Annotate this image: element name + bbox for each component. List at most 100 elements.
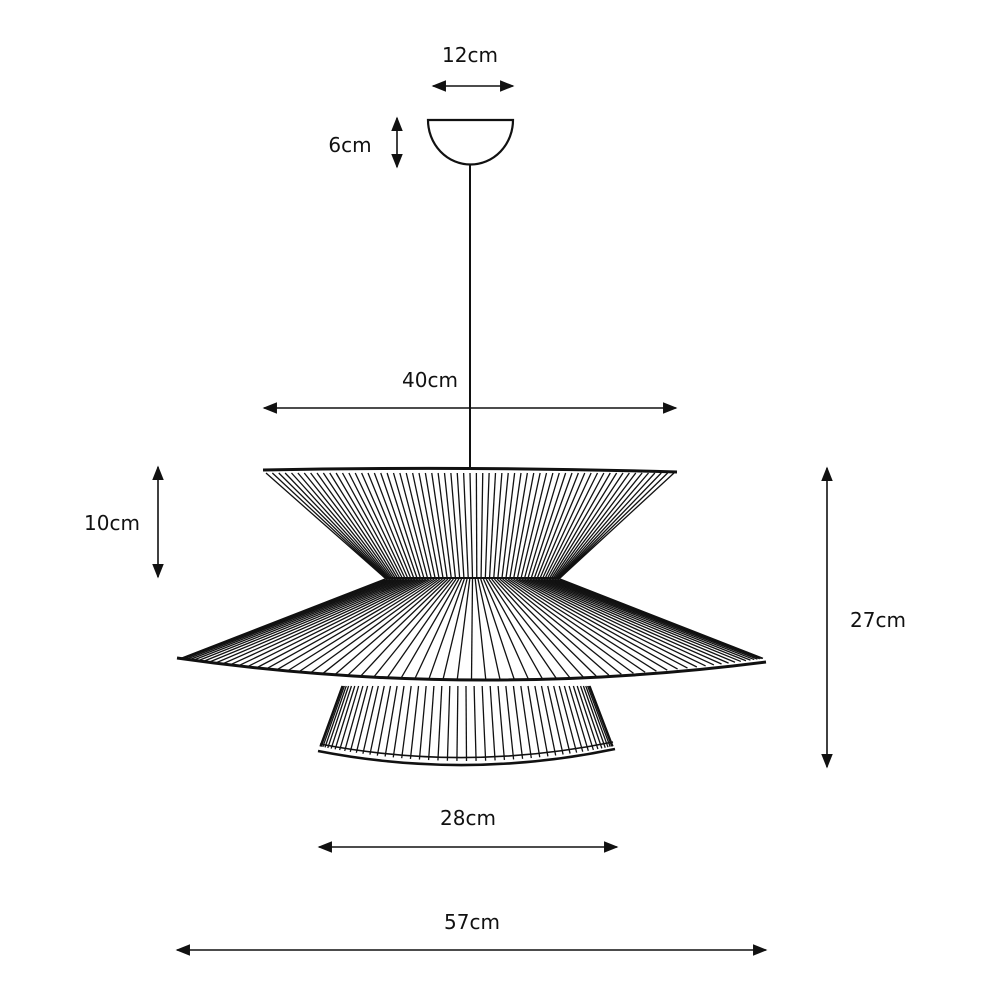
bottom-tier-strand: [588, 685, 613, 747]
middle-tier-strand: [485, 578, 543, 679]
top-tier-strand: [497, 472, 509, 579]
top-tier-strand: [558, 472, 656, 579]
middle-tier-strand: [221, 578, 416, 665]
top-tier-strand: [437, 472, 452, 579]
bottom-tier-strand: [409, 685, 420, 759]
middle-tier-strand: [275, 578, 432, 672]
top-tier-strand: [380, 472, 418, 579]
bottom-tier-strand: [465, 685, 468, 762]
middle-tier-strand: [414, 578, 463, 680]
middle-tier-strand: [470, 578, 474, 681]
bottom-tier-strand: [369, 685, 385, 755]
bottom-tier-strand: [456, 685, 459, 761]
top-tier-strand: [418, 472, 440, 579]
middle-tier-strand: [543, 578, 751, 661]
top-tier-strand: [303, 472, 390, 579]
top-tier-strand: [354, 472, 406, 579]
middle-tier-strand: [245, 578, 424, 668]
middle-tier-strand: [540, 578, 747, 662]
bottom-tier-strand: [558, 685, 578, 753]
top-tier-strand: [484, 472, 490, 579]
middle-tier-strand: [524, 578, 706, 667]
middle-tier-strand: [474, 578, 487, 681]
bottom-tier-strand: [587, 685, 611, 747]
bottom-tier-strand: [376, 685, 392, 756]
label-top-tier-width: 40cm: [402, 368, 458, 392]
middle-tier-strand: [428, 578, 465, 680]
bottom-tier-strand: [540, 685, 557, 756]
top-tier-strand: [559, 472, 675, 579]
top-tier-strand: [341, 472, 401, 579]
top-tier-strand: [551, 472, 618, 579]
top-tier-strand: [559, 472, 662, 579]
middle-tier-strand: [265, 578, 430, 670]
label-canopy-height: 6cm: [328, 133, 371, 157]
top-tier-strand: [348, 472, 403, 579]
top-tier-strand: [361, 472, 409, 579]
middle-tier-strand: [181, 578, 391, 660]
middle-tier-strand: [493, 578, 584, 678]
middle-tier-strand: [548, 578, 758, 660]
top-tier-strand: [513, 472, 535, 579]
top-tier-strand: [291, 472, 388, 579]
middle-tier-strand: [515, 578, 678, 670]
top-tier-strand: [316, 472, 393, 579]
middle-tier-strand: [297, 578, 438, 674]
bottom-tier-strand: [322, 685, 345, 748]
middle-tier-strand: [551, 578, 761, 660]
top-tier-strand: [546, 472, 605, 579]
top-tier-strand: [329, 472, 396, 579]
bottom-tier-strand: [553, 685, 571, 754]
top-tier-strand: [297, 472, 389, 579]
bottom-tier-strand: [576, 685, 599, 750]
middle-tier-strand: [359, 578, 452, 678]
bottom-tier-strand: [437, 685, 443, 761]
top-tier-strand: [552, 472, 624, 579]
bottom-tier-strand: [572, 685, 594, 751]
bottom-tier-strand: [489, 685, 496, 761]
middle-tier-strand: [400, 578, 460, 680]
middle-tier-strand: [521, 578, 698, 668]
top-tier-strand: [542, 472, 592, 579]
bottom-tier-strand: [589, 685, 614, 747]
top-tier-strand: [505, 472, 522, 579]
top-tier-strand: [488, 472, 497, 579]
bottom-tier-rim: [317, 747, 616, 767]
bottom-tier-strand: [481, 685, 487, 761]
bottom-tier-strand: [401, 685, 412, 759]
middle-tier-strand: [442, 578, 468, 680]
top-tier-strand: [556, 472, 643, 579]
middle-tier-strand: [488, 578, 557, 679]
middle-tier-strand: [255, 578, 427, 669]
bottom-tier-strand: [344, 685, 364, 752]
bottom-tier-strand: [384, 685, 398, 757]
bottom-tier-strand: [355, 685, 374, 753]
bottom-tier-strand: [339, 685, 360, 751]
top-tier-strand: [501, 472, 516, 579]
bottom-tier-strand: [547, 685, 564, 755]
middle-tier-strand: [532, 578, 729, 664]
top-tier-strand: [271, 472, 386, 579]
top-tier-strand: [450, 472, 461, 579]
middle-tier-strand: [192, 578, 402, 662]
top-tier-strand: [480, 472, 484, 579]
top-tier-strand: [284, 472, 387, 579]
middle-tier-strand: [559, 578, 764, 659]
middle-tier-strand: [321, 578, 443, 675]
bottom-tier-strand: [334, 685, 356, 750]
label-total-height: 27cm: [850, 608, 906, 632]
middle-tier-strand: [507, 578, 646, 673]
middle-tier-strand: [228, 578, 419, 666]
top-tier-strand: [278, 472, 386, 579]
top-tier-strand: [411, 472, 436, 579]
bottom-tier-strand: [418, 685, 427, 760]
top-tier-strand: [493, 472, 503, 579]
top-tier-strand: [533, 472, 573, 579]
bottom-tier-strand: [427, 685, 435, 761]
middle-tier-strand: [510, 578, 657, 672]
middle-tier-strand: [480, 578, 515, 680]
bottom-tier-strand: [497, 685, 506, 761]
top-tier-rim: [262, 466, 678, 474]
